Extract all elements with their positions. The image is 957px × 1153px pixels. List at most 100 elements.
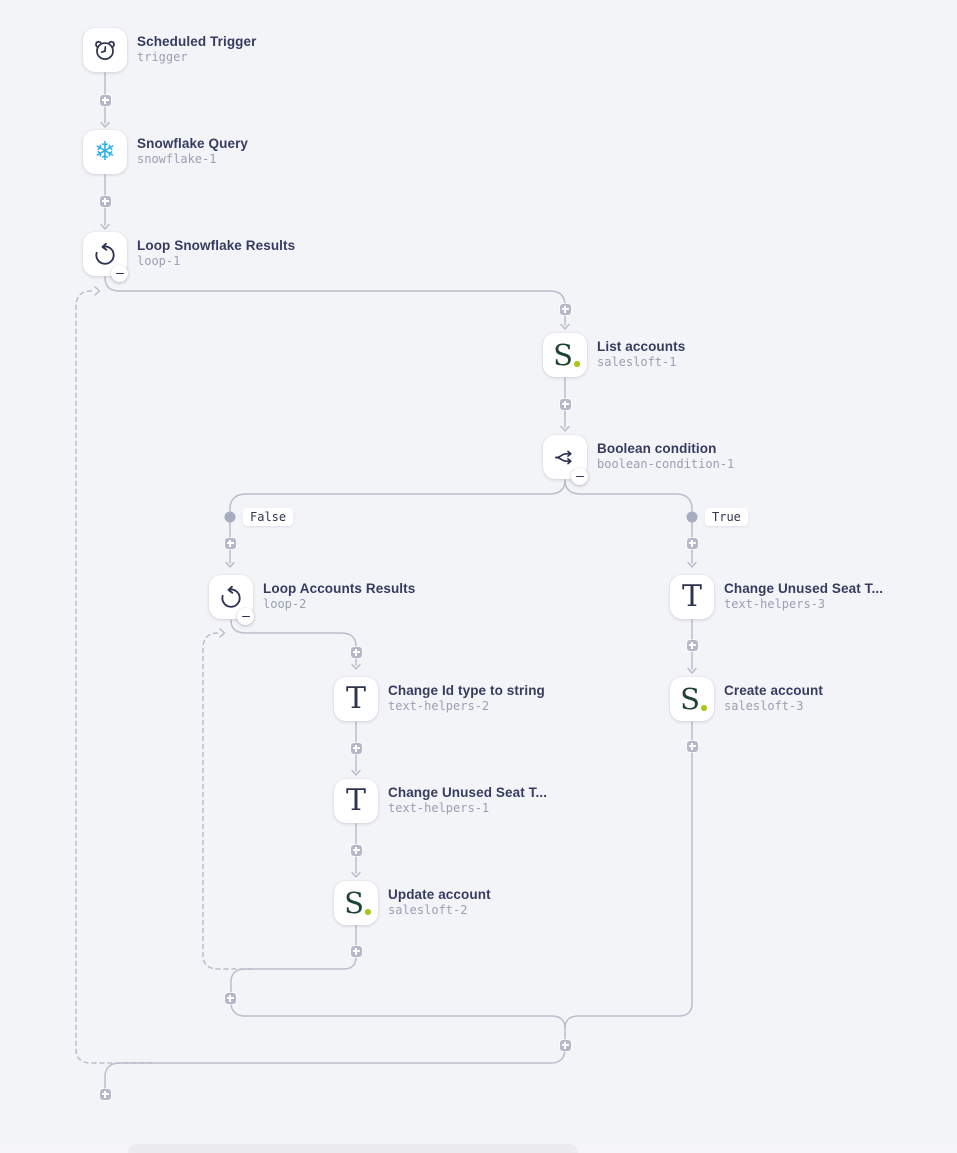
step-icon-box[interactable]: T [334, 677, 378, 721]
step-id: salesloft-3 [724, 699, 804, 713]
step-labels: Change Unused Seat T... text-helpers-1 [388, 779, 547, 816]
step-labels: List accounts salesloft-1 [597, 333, 685, 370]
add-step-button[interactable] [350, 844, 362, 856]
step-labels: Change Unused Seat T... text-helpers-3 [724, 575, 883, 612]
branch-condition-icon [554, 450, 572, 464]
step-title: List accounts [597, 339, 686, 354]
connector-boolean-true-branch [564, 479, 693, 564]
step-icon-box[interactable]: T [334, 779, 378, 823]
add-step-button[interactable] [350, 945, 362, 957]
connector-salesloft2-loop2-end [230, 925, 566, 1029]
step-salesloft-3[interactable]: S Create account salesloft-3 [670, 677, 823, 721]
snowflake-icon: ❄ [94, 137, 116, 167]
step-icon-box[interactable]: S [670, 677, 714, 721]
step-text-helpers-2[interactable]: T Change Id type to string text-helpers-… [334, 677, 545, 721]
salesloft-dot-icon [365, 909, 371, 915]
step-snowflake-1[interactable]: ❄ Snowflake Query snowflake-1 [83, 130, 248, 174]
arrow-down-icon [560, 425, 570, 432]
step-id: text-helpers-1 [388, 801, 490, 815]
loop2-return-dashed [202, 632, 253, 970]
step-title: Update account [388, 887, 491, 902]
step-labels: Scheduled Trigger trigger [137, 28, 256, 65]
step-title: Change Id type to string [388, 683, 545, 698]
add-step-button[interactable] [686, 740, 698, 752]
step-title: Loop Snowflake Results [137, 238, 296, 253]
step-labels: Create account salesloft-3 [724, 677, 823, 714]
step-id: loop-1 [137, 254, 181, 268]
arrow-down-icon [351, 871, 361, 878]
step-salesloft-1[interactable]: S List accounts salesloft-1 [543, 333, 685, 377]
connector-loop2-body [230, 619, 357, 666]
collapse-step-button[interactable] [111, 265, 128, 282]
false-branch-dot [224, 511, 236, 523]
step-icon-box[interactable] [543, 435, 588, 485]
add-step-button[interactable] [559, 303, 571, 315]
step-labels: Snowflake Query snowflake-1 [137, 130, 248, 167]
bottom-panel-edge [128, 1144, 578, 1153]
add-step-button[interactable] [686, 537, 698, 549]
branch-label-false: False [243, 508, 294, 526]
text-helper-icon: T [681, 579, 702, 614]
step-text-helpers-1[interactable]: T Change Unused Seat T... text-helpers-1 [334, 779, 547, 823]
arrow-down-icon [687, 667, 697, 674]
step-icon-box[interactable]: S [543, 333, 587, 377]
arrow-down-icon [100, 223, 110, 230]
step-labels: Change Id type to string text-helpers-2 [388, 677, 545, 714]
step-icon-box[interactable] [83, 28, 127, 72]
step-title: Change Unused Seat T... [388, 785, 548, 800]
arrow-down-icon [100, 121, 110, 128]
connector-salesloft3-merge [564, 721, 693, 1029]
step-title: Scheduled Trigger [137, 34, 257, 49]
step-id: text-helpers-2 [388, 699, 490, 713]
loop-icon [95, 242, 115, 265]
step-loop-2[interactable]: Loop Accounts Results loop-2 [209, 575, 415, 625]
arrow-down-icon [351, 769, 361, 776]
step-title: Snowflake Query [137, 136, 249, 151]
add-step-button[interactable] [99, 195, 111, 207]
arrow-down-icon [351, 663, 361, 670]
add-step-button[interactable] [99, 94, 111, 106]
step-id: trigger [137, 50, 188, 64]
salesloft-icon: S [553, 340, 580, 370]
step-text-helpers-3[interactable]: T Change Unused Seat T... text-helpers-3 [670, 575, 883, 619]
step-id: snowflake-1 [137, 152, 217, 166]
text-helper-icon: T [345, 783, 366, 818]
salesloft-icon: S [680, 684, 707, 714]
add-step-button[interactable] [559, 1039, 571, 1051]
connector-merge-loop1-end [104, 1027, 566, 1091]
step-boolean-condition-1[interactable]: Boolean condition boolean-condition-1 [543, 435, 734, 485]
arrow-down-icon [687, 561, 697, 568]
add-step-button[interactable] [686, 639, 698, 651]
step-salesloft-2[interactable]: S Update account salesloft-2 [334, 881, 491, 925]
arrow-down-icon [560, 323, 570, 330]
salesloft-dot-icon [574, 361, 580, 367]
step-icon-box[interactable]: ❄ [83, 130, 127, 174]
collapse-step-button[interactable] [237, 608, 254, 625]
add-step-button[interactable] [559, 398, 571, 410]
step-loop-1[interactable]: Loop Snowflake Results loop-1 [83, 232, 295, 282]
add-step-button[interactable] [99, 1088, 111, 1100]
add-step-button[interactable] [350, 742, 362, 754]
connector-loop1-body [104, 276, 566, 326]
step-id: boolean-condition-1 [597, 457, 735, 471]
step-icon-box[interactable] [209, 575, 254, 625]
salesloft-dot-icon [701, 705, 707, 711]
add-step-button[interactable] [224, 537, 236, 549]
step-icon-box[interactable] [83, 232, 128, 282]
step-icon-box[interactable]: T [670, 575, 714, 619]
step-labels: Loop Snowflake Results loop-1 [137, 232, 295, 269]
add-step-button[interactable] [224, 992, 236, 1004]
collapse-step-button[interactable] [571, 468, 588, 485]
loop2-return-arrow-icon [219, 628, 226, 638]
step-trigger[interactable]: Scheduled Trigger trigger [83, 28, 256, 72]
text-helper-icon: T [345, 681, 366, 716]
step-labels: Boolean condition boolean-condition-1 [597, 435, 734, 472]
add-step-button[interactable] [350, 646, 362, 658]
loop-icon [221, 585, 241, 608]
step-title: Boolean condition [597, 441, 717, 456]
step-id: loop-2 [263, 597, 307, 611]
loop1-return-dashed [75, 290, 153, 1064]
branch-label-true: True [705, 508, 748, 526]
step-icon-box[interactable]: S [334, 881, 378, 925]
